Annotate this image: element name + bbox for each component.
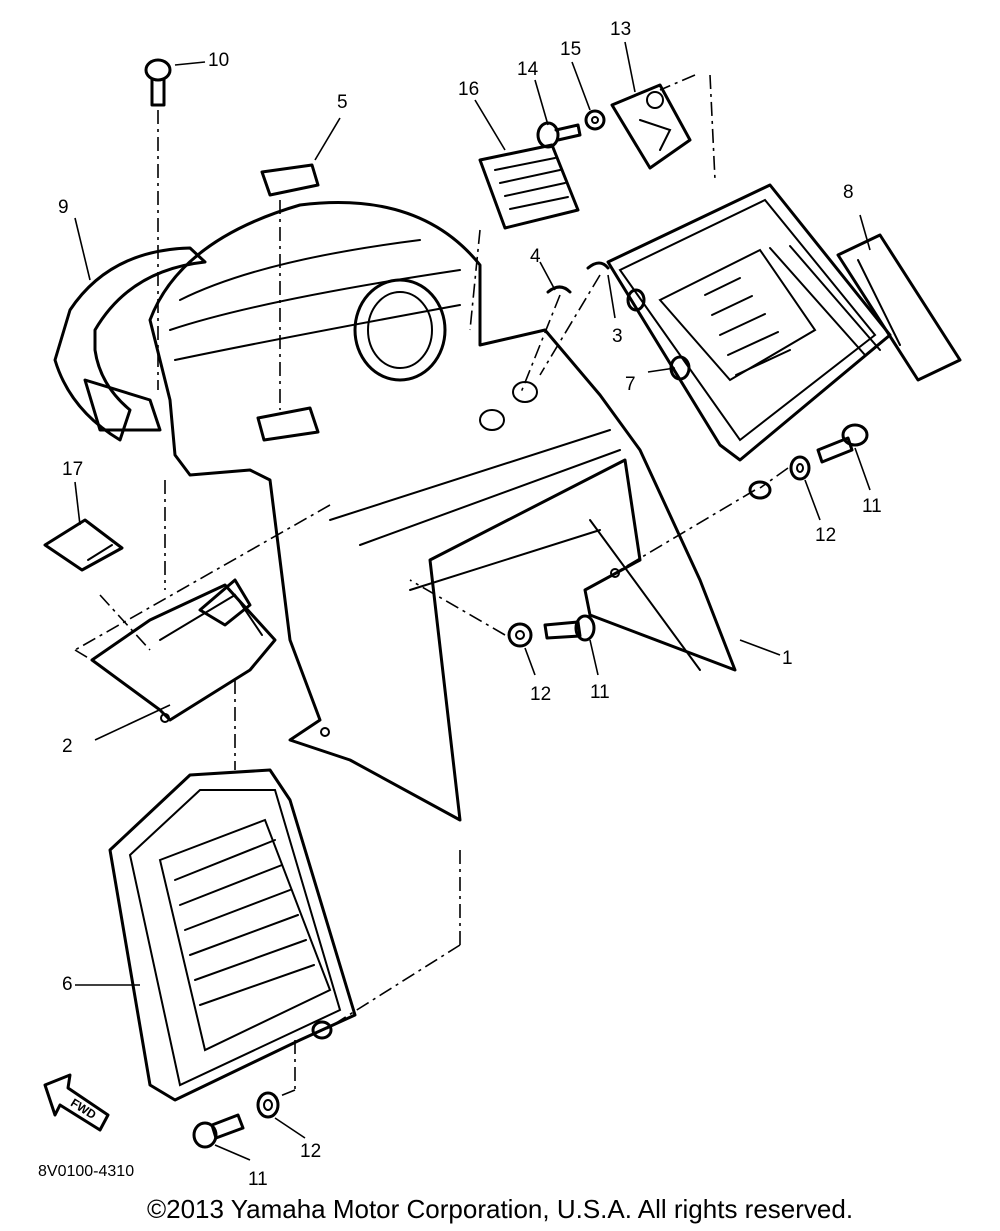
right-grille-panel: [606, 183, 892, 500]
callout-3: 3: [612, 326, 623, 347]
callout-4: 4: [530, 246, 541, 267]
callout-8: 8: [843, 182, 854, 203]
part-8-seal: [836, 233, 962, 382]
callout-7: 7: [625, 374, 636, 395]
callout-11-center: 11: [590, 682, 610, 703]
part-11-bolt-bottom: [192, 1113, 245, 1149]
part-14-bolt: [536, 121, 582, 149]
callout-11-bottom: 11: [248, 1169, 268, 1190]
callout-10: 10: [208, 50, 229, 71]
part-12-washer-bottom: [256, 1091, 280, 1119]
part-12-washer-right: [789, 455, 811, 481]
drawing-code: 8V0100-4310: [38, 1163, 134, 1180]
callout-12-right: 12: [815, 525, 836, 546]
leader-lines: [74, 41, 871, 1161]
callout-6: 6: [62, 974, 73, 995]
callout-11-right: 11: [862, 496, 882, 517]
callout-12-center: 12: [530, 684, 551, 705]
part-3-clip: [586, 261, 610, 270]
part-2-bracket: [90, 578, 277, 723]
callout-17: 17: [62, 459, 83, 480]
callout-2: 2: [62, 736, 73, 757]
part-10-screw: [144, 58, 172, 107]
part-7-grommet: [626, 288, 691, 381]
part-12-washer-center: [507, 622, 533, 648]
callout-15: 15: [560, 39, 581, 60]
fwd-arrow-icon: FWD: [43, 1073, 110, 1132]
part-5-cover: [260, 163, 320, 197]
part-17-label: [43, 518, 124, 572]
callout-13: 13: [610, 19, 631, 40]
part-4-clip: [546, 285, 572, 294]
part-15-washer: [584, 109, 606, 131]
callout-12-bottom: 12: [300, 1141, 321, 1162]
callout-14: 14: [517, 59, 539, 80]
part-9-guard: [53, 246, 207, 442]
copyright-notice: ©2013 Yamaha Motor Corporation, U.S.A. A…: [147, 1194, 853, 1224]
part-1-main-cowl: [148, 201, 737, 822]
callout-5: 5: [337, 92, 348, 113]
callout-1: 1: [782, 648, 793, 669]
part-6-grille-panel: [108, 768, 357, 1102]
part-13-switch: [610, 83, 692, 170]
callout-16: 16: [458, 79, 479, 100]
part-11-bolt-center: [543, 614, 596, 642]
part-16-label: [478, 143, 580, 230]
part-11-bolt-right: [816, 423, 869, 464]
assembly-lines: [74, 74, 789, 1101]
callout-9: 9: [58, 197, 69, 218]
